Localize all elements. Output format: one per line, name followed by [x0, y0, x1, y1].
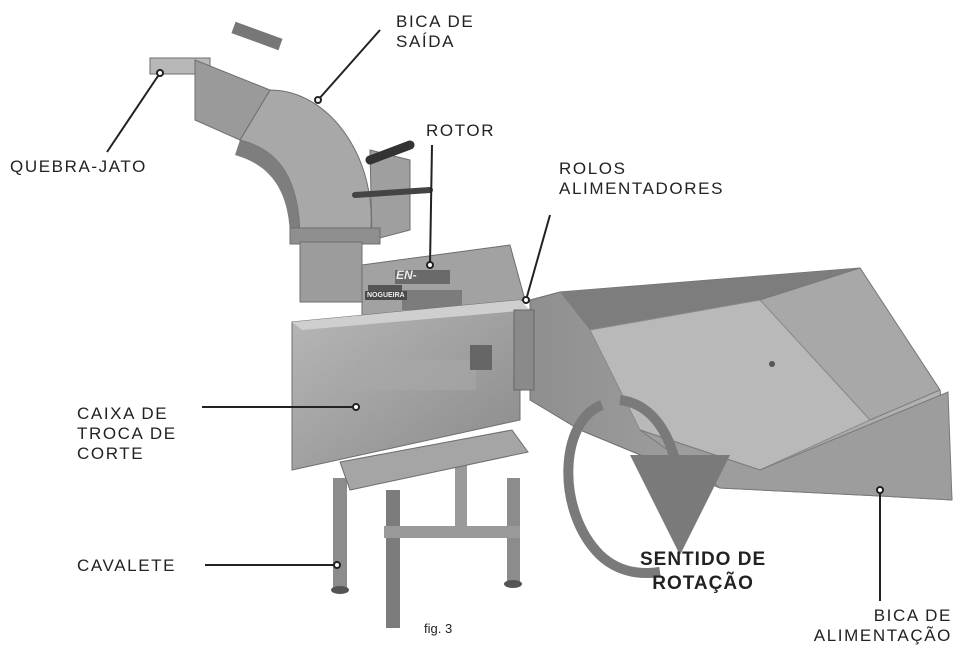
rotation-arrow: [563, 395, 680, 579]
label-rotor: ROTOR: [426, 121, 496, 140]
feed-hopper: [529, 267, 953, 501]
model-label: EN-: [396, 268, 417, 282]
discharge-spout: [149, 21, 433, 303]
label-bica-saida: BICA DE SAÍDA: [396, 12, 475, 51]
cutting-box: [291, 299, 535, 471]
figure-caption: fig. 3: [424, 621, 453, 636]
label-rolos-alimentadores: ROLOS ALIMENTADORES: [559, 159, 725, 198]
leader-lines: [106, 29, 884, 601]
label-quebra-jato: QUEBRA-JATO: [10, 157, 147, 176]
brand-plate: NOGUEIRA: [365, 291, 407, 300]
rotor-housing: [361, 244, 526, 331]
label-cavalete: CAVALETE: [77, 556, 177, 575]
label-bica-alimentacao: BICA DE ALIMENTAÇÃO: [813, 606, 952, 645]
label-sentido-rotacao: SENTIDO DE ROTAÇÃO: [640, 549, 767, 594]
label-caixa-troca-corte: CAIXA DE TROCA DE CORTE: [77, 404, 177, 463]
stand: [331, 429, 529, 628]
